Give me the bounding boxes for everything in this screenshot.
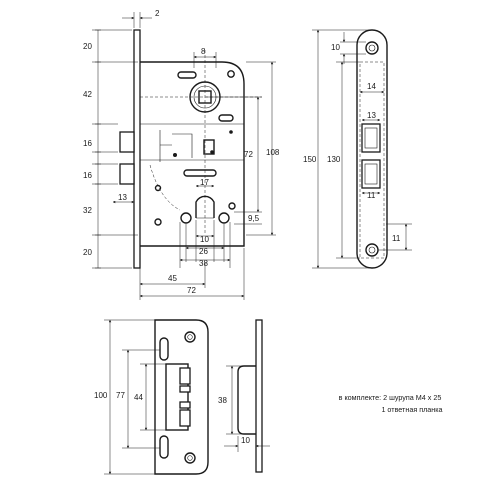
strike-opening (165, 363, 189, 431)
lock-body-front-view (119, 29, 262, 269)
dim-top-gap: 2 (155, 9, 160, 18)
faceplate-inner-outline (359, 61, 385, 259)
dim-right-72: 72 (244, 150, 253, 159)
guide-slot (183, 169, 217, 177)
strike-plate-outline (154, 319, 209, 475)
faceplate-dimensions: 10 150 130 14 13 11 11 (303, 29, 412, 269)
strike-side-plate (255, 319, 263, 473)
lock-case-outline (140, 61, 245, 247)
faceplate-outline (356, 29, 388, 269)
dim-faceplate-slot-11: 11 (367, 191, 376, 200)
strike-plate-view (154, 319, 209, 475)
faceplate-strip (133, 29, 141, 269)
front-view-dimensions: 2 8 20 42 16 16 32 (83, 9, 280, 300)
dim-faceplate-150: 150 (303, 155, 317, 164)
dim-right-108: 108 (266, 148, 280, 157)
faceplate-view (356, 29, 388, 269)
dim-cyl-26: 26 (199, 247, 208, 256)
strike-top-slot (159, 337, 169, 361)
dim-strike-100: 100 (94, 391, 108, 400)
dim-faceplate-bottom-11: 11 (392, 234, 401, 243)
dim-strike-side-10: 10 (241, 436, 250, 445)
dim-left-16-a: 16 (83, 139, 92, 148)
strike-side-dimensions: 38 10 (218, 365, 270, 452)
deadbolt-slot (361, 159, 381, 189)
kit-note: в комплекте: 2 шурупа М4 х 25 1 ответная… (339, 393, 443, 414)
dim-width-72: 72 (187, 286, 196, 295)
note-line-1: в комплекте: 2 шурупа М4 х 25 (339, 393, 442, 402)
dim-faceplate-130: 130 (327, 155, 341, 164)
dim-hole-spacing: 8 (201, 47, 206, 56)
latch-slot (361, 123, 381, 153)
mount-slot-top (177, 71, 197, 79)
strike-side-view (237, 319, 263, 473)
dim-cyl-38: 38 (199, 259, 208, 268)
dim-backset-45: 45 (168, 274, 177, 283)
dead-bolt (119, 163, 135, 185)
dim-right-9-5: 9,5 (248, 214, 260, 223)
dim-left-42: 42 (83, 90, 92, 99)
strike-plate-dimensions: 100 77 44 (94, 319, 166, 475)
dim-faceplate-13: 13 (367, 111, 376, 120)
strike-bottom-slot (159, 435, 169, 459)
dim-faceplate-14: 14 (367, 82, 376, 91)
latch-bolt (119, 131, 135, 153)
dim-strike-side-38: 38 (218, 396, 227, 405)
dim-bolt-13: 13 (118, 193, 127, 202)
strike-side-box (237, 365, 256, 435)
dim-strike-77: 77 (116, 391, 125, 400)
dim-faceplate-hole-10: 10 (331, 43, 340, 52)
note-line-2: 1 ответная планка (381, 405, 442, 414)
faceplate-bottom-hole (365, 243, 379, 257)
faceplate-top-hole (365, 41, 379, 55)
dim-strike-44: 44 (134, 393, 143, 402)
dim-left-16-b: 16 (83, 171, 92, 180)
dim-left-20-top: 20 (83, 42, 92, 51)
dim-cyl-10: 10 (200, 235, 209, 244)
dim-left-32: 32 (83, 206, 92, 215)
dim-cyl-17: 17 (200, 178, 209, 187)
dim-left-20-bottom: 20 (83, 248, 92, 257)
